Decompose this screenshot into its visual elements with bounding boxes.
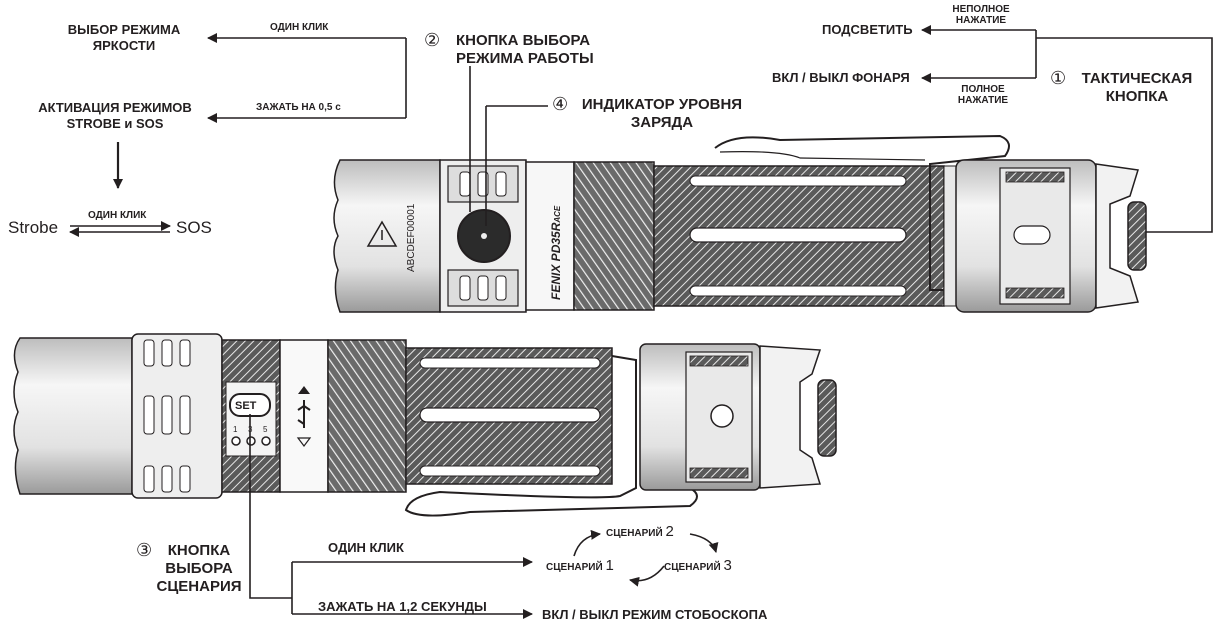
label-stroboscope: ВКЛ / ВЫКЛ РЕЖИМ СТОБОСКОПА (542, 607, 767, 623)
scenario-3-num: 3 (723, 557, 731, 574)
label-scenario-2: СЦЕНАРИЙ 2 (606, 526, 674, 539)
tactical-button[interactable] (1128, 202, 1146, 270)
scenario-3-word: СЦЕНАРИЙ (664, 562, 721, 573)
label-one-click-strobe: ОДИН КЛИК (88, 210, 146, 221)
label-strobe-sos-activate: АКТИВАЦИЯ РЕЖИМОВ STROBE и SOS (20, 100, 210, 132)
arrow-s2-s3 (690, 534, 716, 552)
label-strobe: Strobe (8, 220, 58, 236)
bottom-knurl-ring (328, 340, 406, 492)
arrow-s1-s2 (574, 534, 600, 556)
label-one-click-top: ОДИН КЛИК (270, 22, 328, 33)
top-flashlight (334, 136, 1146, 312)
indicator-mark-5: 5 (263, 424, 267, 435)
indicator-led-1 (232, 437, 240, 445)
scenario-1-word: СЦЕНАРИЙ (546, 562, 603, 573)
label-scenario-1: СЦЕНАРИЙ 1 (546, 560, 614, 573)
label-on-off: ВКЛ / ВЫКЛ ФОНАРЯ (772, 70, 910, 86)
scenario-2-word: СЦЕНАРИЙ (606, 528, 663, 539)
scenario-2-num: 2 (665, 523, 673, 540)
label-tactical-button: ТАКТИЧЕСКАЯ КНОПКА (1072, 70, 1202, 106)
label-hold-12: ЗАЖАТЬ НА 1,2 СЕКУНДЫ (318, 599, 487, 615)
top-knurl-ring (574, 162, 654, 310)
label-one-click-bottom: ОДИН КЛИК (328, 540, 404, 556)
indicator-mark-3: 3 (248, 424, 252, 435)
indicator-mark-1: 1 (233, 424, 237, 435)
top-tail-ring (944, 166, 956, 306)
arrow-s3-s1 (630, 566, 664, 581)
scenario-1-num: 1 (605, 557, 613, 574)
label-illuminate: ПОДСВЕТИТЬ (822, 22, 913, 38)
device-brand: FENIX PD35RACE (548, 206, 566, 300)
label-full-press: ПОЛНОЕ НАЖАТИЕ (940, 84, 1026, 106)
model-suffix-text: ACE (553, 206, 562, 223)
top-head (334, 160, 440, 312)
label-half-press: НЕПОЛНОЕ НАЖАТИЕ (938, 4, 1024, 26)
brand-text: FENIX (549, 265, 563, 300)
label-battery-indicator: ИНДИКАТОР УРОВНЯ ЗАРЯДА (572, 96, 752, 132)
battery-indicator-light (481, 233, 487, 239)
label-scenario-button: КНОПКА ВЫБОРА СЦЕНАРИЯ (142, 542, 256, 596)
device-serial: ABCDEF00001 (404, 204, 420, 272)
label-hold-05: ЗАЖАТЬ НА 0,5 с (256, 102, 341, 113)
model-text: PD35R (549, 223, 563, 262)
label-mode-button: КНОПКА ВЫБОРА РЕЖИМА РАБОТЫ (456, 32, 594, 68)
indicator-led-3 (247, 437, 255, 445)
label-sos: SOS (176, 220, 212, 236)
set-button-label: SET (235, 398, 256, 414)
label-scenario-3: СЦЕНАРИЙ 3 (664, 560, 732, 573)
bottom-flashlight (14, 334, 836, 516)
tactical-button-number: ① (1050, 70, 1066, 86)
label-brightness-select: ВЫБОР РЕЖИМА ЯРКОСТИ (44, 22, 204, 54)
bottom-head (14, 338, 132, 494)
battery-indicator-number: ④ (552, 96, 568, 112)
mode-button-number: ② (424, 32, 440, 48)
indicator-led-5 (262, 437, 270, 445)
bottom-tactical-button[interactable] (818, 380, 836, 456)
